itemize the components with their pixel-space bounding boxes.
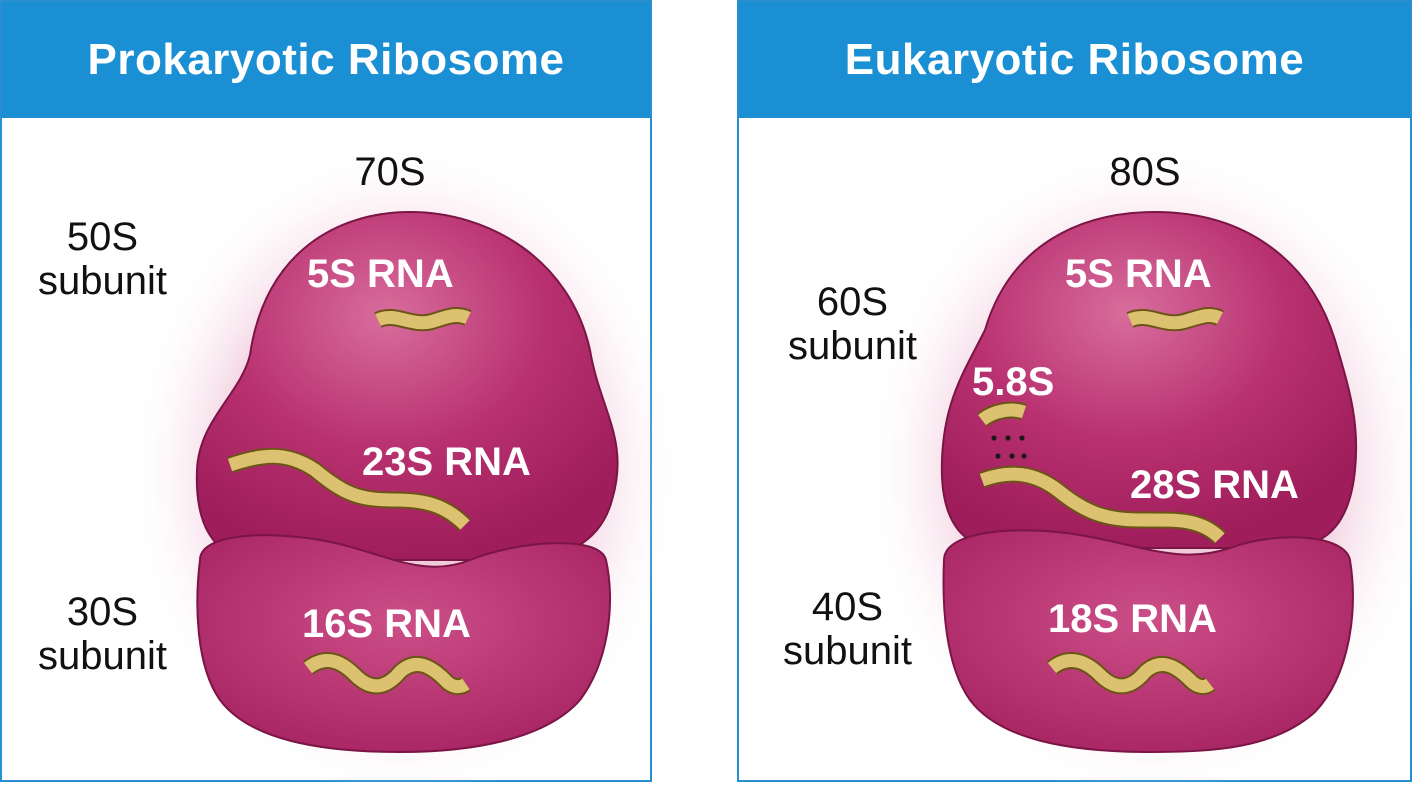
eukaryotic-18s-rna-fill [1047,654,1215,694]
prokaryotic-large-subunit-size: 50S [66,215,139,259]
prokaryotic-16s-rna-fill [304,654,470,694]
eukaryotic-18s-rna-label: 18S RNA [1048,597,1217,641]
prokaryotic-small-subunit-size: 30S [66,590,139,634]
eukaryotic-large-subunit-word: subunit [788,324,917,368]
prokaryotic-small-subunit [196,534,612,754]
eukaryotic-small-subunit-size: 40S [811,585,884,629]
eukaryotic-small-subunit [942,529,1354,754]
prokaryotic-large-subunit-word: subunit [38,259,167,303]
prokaryotic-5s-rna-label: 5S RNA [307,252,454,296]
prokaryotic-small-subunit-label: 30S subunit [15,590,190,678]
prokaryotic-23s-rna-label: 23S RNA [362,440,531,484]
eukaryotic-28s-rna-fill [979,467,1225,543]
eukaryotic-title: Eukaryotic Ribosome [844,35,1305,84]
basepair-dots [991,435,1027,459]
eukaryotic-5-8s-rna-fill [978,403,1027,426]
eukaryotic-5-8s-rna-label: 5.8S [972,360,1055,404]
prokaryotic-title: Prokaryotic Ribosome [87,35,565,84]
eukaryotic-small-subunit-label: 40S subunit [760,585,935,673]
prokaryotic-16s-rna-label: 16S RNA [302,602,471,646]
eukaryotic-large-subunit-label: 60S subunit [765,280,940,368]
eukaryotic-large-subunit-size: 60S [816,280,889,324]
eukaryotic-28s-rna-label: 28S RNA [1130,463,1299,507]
eukaryotic-5s-rna-fill [1127,309,1223,330]
eukaryotic-large-subunit [940,210,1358,549]
eukaryotic-header: Eukaryotic Ribosome [739,2,1410,118]
prokaryotic-5s-rna-fill [375,309,471,330]
prokaryotic-large-subunit-label: 50S subunit [15,215,190,303]
prokaryotic-small-subunit-word: subunit [38,634,167,678]
prokaryotic-header: Prokaryotic Ribosome [2,2,650,118]
prokaryotic-large-subunit [195,210,619,561]
prokaryotic-total-label: 70S [354,150,426,194]
prokaryotic-23s-rna-fill [227,449,470,530]
eukaryotic-5s-rna-label: 5S RNA [1065,252,1212,296]
eukaryotic-small-subunit-word: subunit [783,629,912,673]
eukaryotic-total-label: 80S [1109,150,1181,194]
